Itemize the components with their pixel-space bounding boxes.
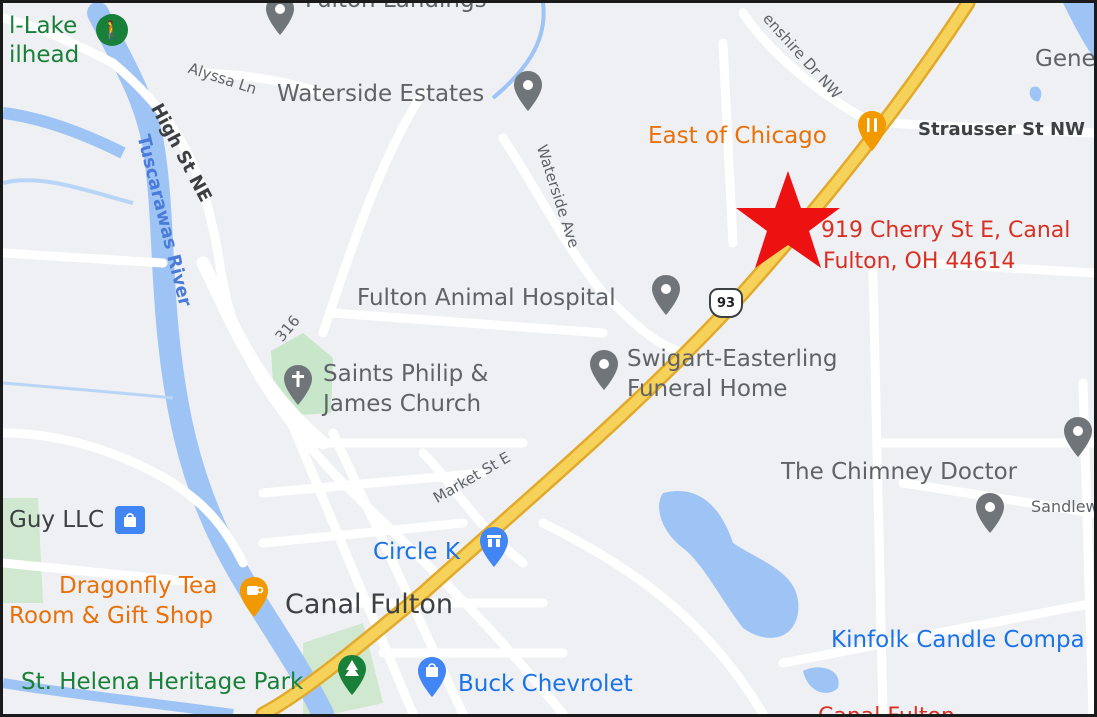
location-pin-icon[interactable] bbox=[649, 273, 683, 317]
address-line-2: Fulton, OH 44614 bbox=[823, 249, 1016, 274]
saints-church-label: Saints Philip & bbox=[323, 361, 489, 387]
east-of-chicago-label: East of Chicago bbox=[648, 123, 827, 149]
saints-church-label: James Church bbox=[323, 391, 482, 417]
st-helena-park-label: St. Helena Heritage Park bbox=[21, 669, 304, 695]
kinfolk-candle-label: Kinfolk Candle Compa bbox=[831, 627, 1085, 653]
fork-knife-icon[interactable] bbox=[855, 109, 889, 153]
trailhead-label: ilhead bbox=[9, 42, 80, 68]
star-marker-icon[interactable] bbox=[736, 171, 840, 268]
street-label-strausser-st: Strausser St NW bbox=[918, 119, 1085, 140]
guy-llc-label: Guy LLC bbox=[9, 507, 105, 533]
stream bbox=[3, 178, 134, 205]
address-line-1: 919 Cherry St E, Canal bbox=[821, 218, 1071, 243]
location-pin-icon[interactable] bbox=[1061, 415, 1094, 459]
coffee-cup-icon[interactable] bbox=[237, 575, 271, 619]
swigart-funeral-label: Swigart-Easterling bbox=[627, 346, 838, 372]
cross-icon[interactable] bbox=[281, 363, 315, 407]
hiking-icon[interactable]: 🚶 bbox=[96, 14, 128, 46]
tree-icon[interactable] bbox=[335, 653, 369, 697]
swigart-funeral-label: Funeral Home bbox=[627, 376, 788, 402]
shopping-bag-icon[interactable] bbox=[115, 506, 145, 534]
location-pin-icon[interactable] bbox=[263, 3, 297, 37]
fulton-animal-hospital-label: Fulton Animal Hospital bbox=[357, 285, 616, 311]
location-pin-icon[interactable] bbox=[587, 348, 621, 392]
stream bbox=[3, 107, 126, 159]
buck-chevrolet-label: Buck Chevrolet bbox=[458, 671, 633, 697]
location-pin-icon[interactable] bbox=[973, 491, 1007, 535]
pond bbox=[1029, 86, 1042, 102]
circle-k-label: Circle K bbox=[373, 539, 460, 565]
stream bbox=[3, 381, 174, 400]
canal-fulton-bottom-label: Canal Fulton bbox=[818, 704, 955, 717]
chimney-doctor-label: The Chimney Doctor bbox=[781, 459, 1018, 485]
gas-station-icon[interactable] bbox=[477, 525, 511, 569]
route-316 bbox=[196, 256, 330, 450]
trailhead-label: l-Lake bbox=[9, 13, 78, 39]
waterside-estates-label: Waterside Estates bbox=[277, 81, 485, 107]
lake bbox=[659, 491, 799, 638]
pond bbox=[1063, 3, 1094, 58]
dragonfly-tea-label: Dragonfly Tea bbox=[59, 573, 218, 599]
dragonfly-tea-label: Room & Gift Shop bbox=[9, 603, 214, 629]
fulton-landings-label: Fulton Landings bbox=[305, 0, 487, 13]
geneva-label: Gene bbox=[1035, 46, 1096, 72]
minor-roads bbox=[3, 8, 1094, 714]
canal-fulton-label: Canal Fulton bbox=[285, 589, 454, 620]
stream bbox=[491, 3, 546, 100]
pond bbox=[803, 667, 839, 693]
location-pin-icon[interactable] bbox=[511, 69, 545, 113]
stream bbox=[3, 678, 234, 714]
route-93-shield: 93 bbox=[709, 288, 743, 318]
park-area bbox=[3, 498, 43, 603]
street-label-sandlew: Sandlew bbox=[1031, 497, 1097, 516]
shopping-bag-icon[interactable] bbox=[415, 655, 449, 699]
